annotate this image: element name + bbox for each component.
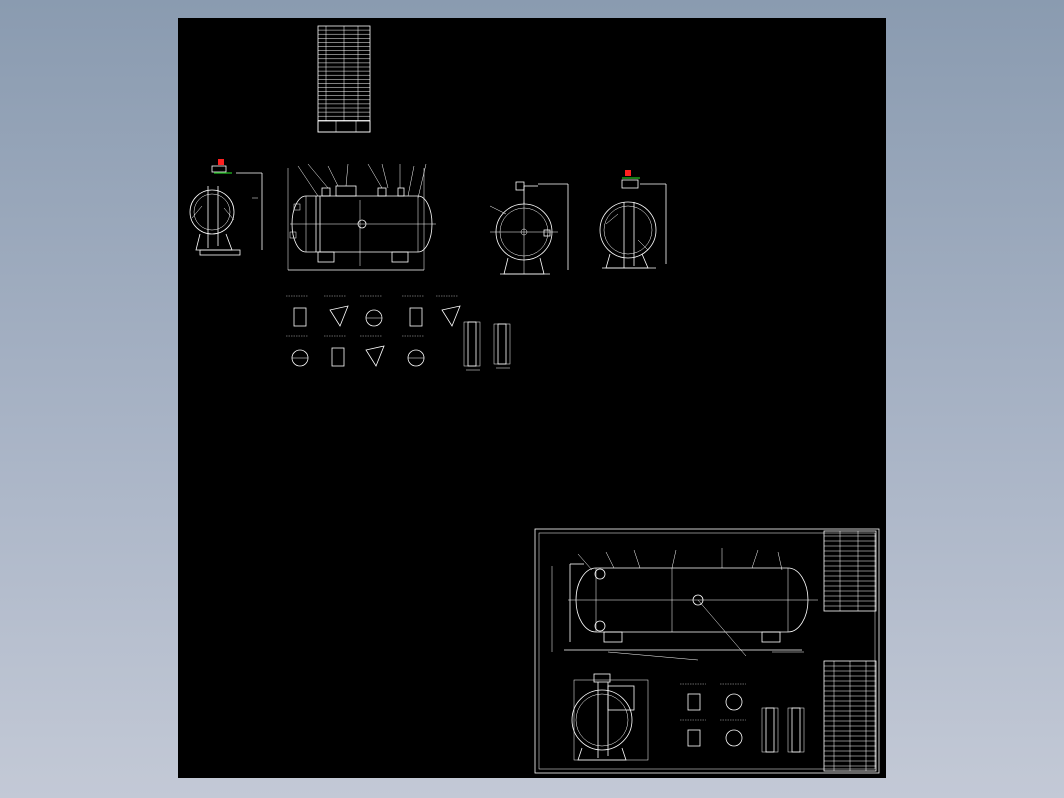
nozzle-marker-red <box>218 159 224 165</box>
front-elevation <box>287 163 436 271</box>
plate-details <box>463 321 511 371</box>
parts-table-top <box>317 25 371 133</box>
end-view-left <box>189 159 263 256</box>
end-view-middle <box>489 181 569 275</box>
drawing-canvas[interactable] <box>178 18 886 778</box>
end-view-right <box>599 170 667 269</box>
drawing-sheet <box>534 528 880 774</box>
nozzle-marker-red-2 <box>625 170 631 176</box>
cad-drawing <box>189 25 880 774</box>
detail-sketches <box>286 295 461 367</box>
